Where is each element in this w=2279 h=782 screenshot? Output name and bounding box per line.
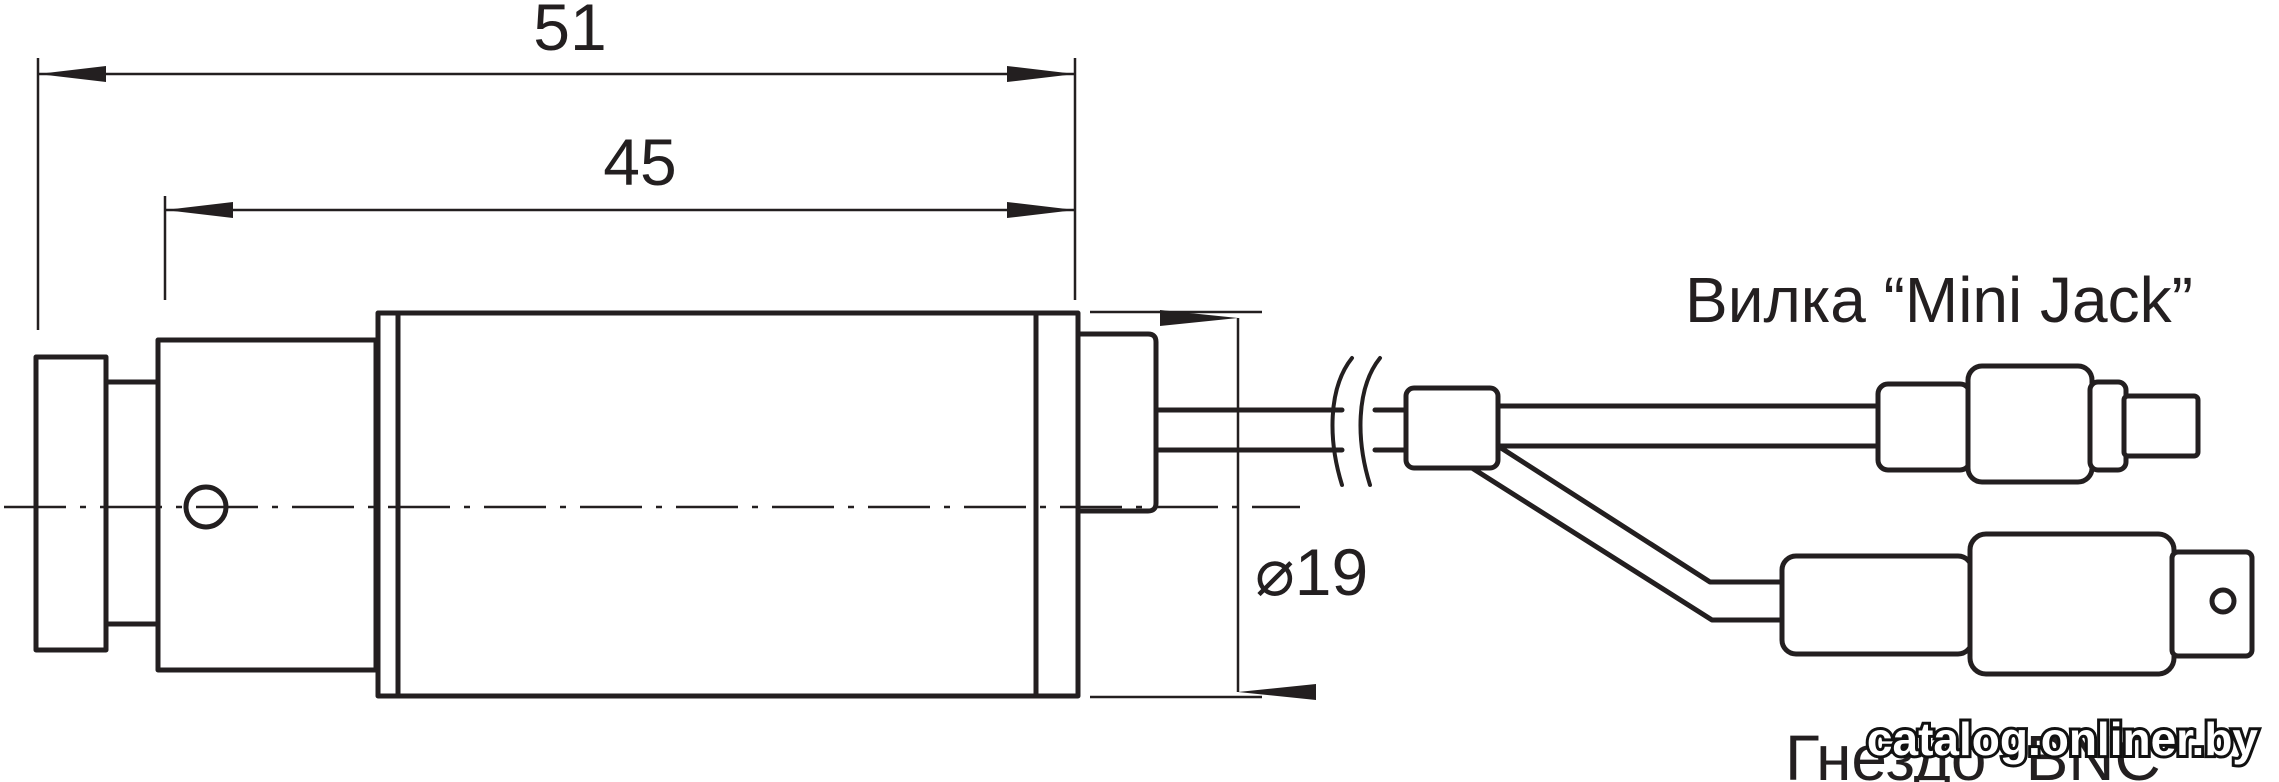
bnc-branch — [1469, 443, 1789, 623]
bnc-socket — [1779, 531, 2255, 677]
bnc-label: Гнездо “BNC” — [1785, 722, 2182, 782]
dimension-51-label: 51 — [533, 0, 606, 64]
mini-jack-branch — [1495, 403, 1883, 449]
cable — [1153, 356, 1413, 487]
dimension-45-label: 45 — [603, 125, 676, 199]
bnc-pin-icon — [2209, 587, 2237, 615]
mini-jack-plug — [1875, 363, 2201, 485]
dimension-45: 45 — [165, 125, 1075, 218]
dimension-diameter: ⌀19 — [1160, 310, 1368, 700]
diameter-label: ⌀19 — [1255, 535, 1368, 609]
sensor-body — [33, 310, 1159, 699]
mini-jack-label: Вилка “Mini Jack” — [1685, 264, 2193, 336]
cable-splitter — [1403, 385, 1501, 471]
dimension-51: 51 — [38, 0, 1075, 82]
watermark: catalog.onliner.by — [1867, 713, 2259, 765]
